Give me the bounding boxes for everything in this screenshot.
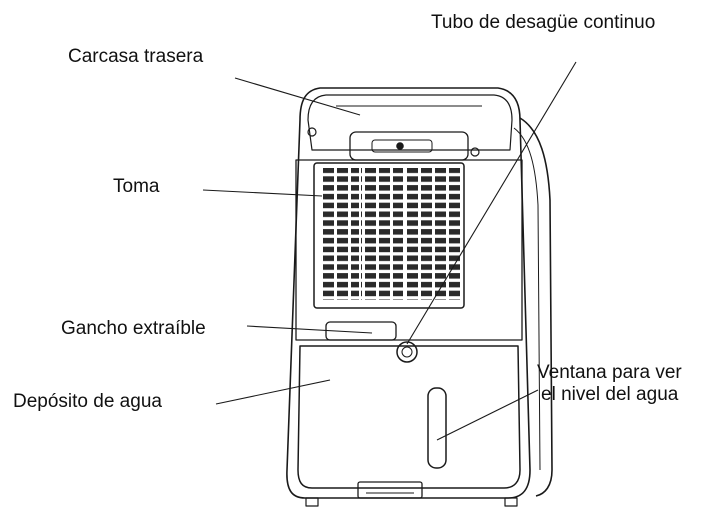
intake-grille-frame	[313, 162, 465, 309]
hook-slot	[325, 321, 397, 341]
label-intake: Toma	[113, 176, 160, 197]
label-water-tank: Depósito de agua	[13, 391, 162, 412]
label-water-window-line1: Ventana para ver	[537, 362, 682, 383]
leader-gancho	[246, 325, 373, 334]
label-removable-hook: Gancho extraíble	[61, 318, 206, 339]
body-outline	[286, 87, 531, 499]
level-window	[427, 387, 447, 469]
leader-tubo	[406, 61, 577, 345]
label-water-window: Ventana para ver el nivel del agua	[537, 362, 682, 406]
leader-toma	[202, 189, 323, 197]
water-tank	[297, 345, 521, 489]
rear-housing	[307, 94, 513, 151]
leader-carcasa	[234, 77, 361, 116]
handle-recess	[349, 131, 469, 161]
leader-deposito	[215, 379, 331, 405]
tank-bottom-grip	[357, 481, 423, 499]
intake-grille	[322, 168, 462, 300]
label-water-window-line2: el nivel del agua	[541, 383, 679, 405]
leader-ventana	[436, 389, 539, 441]
label-drain-hose: Tubo de desagüe continuo	[431, 12, 656, 33]
drain-outlet	[396, 341, 418, 363]
label-rear-housing: Carcasa trasera	[68, 46, 204, 67]
